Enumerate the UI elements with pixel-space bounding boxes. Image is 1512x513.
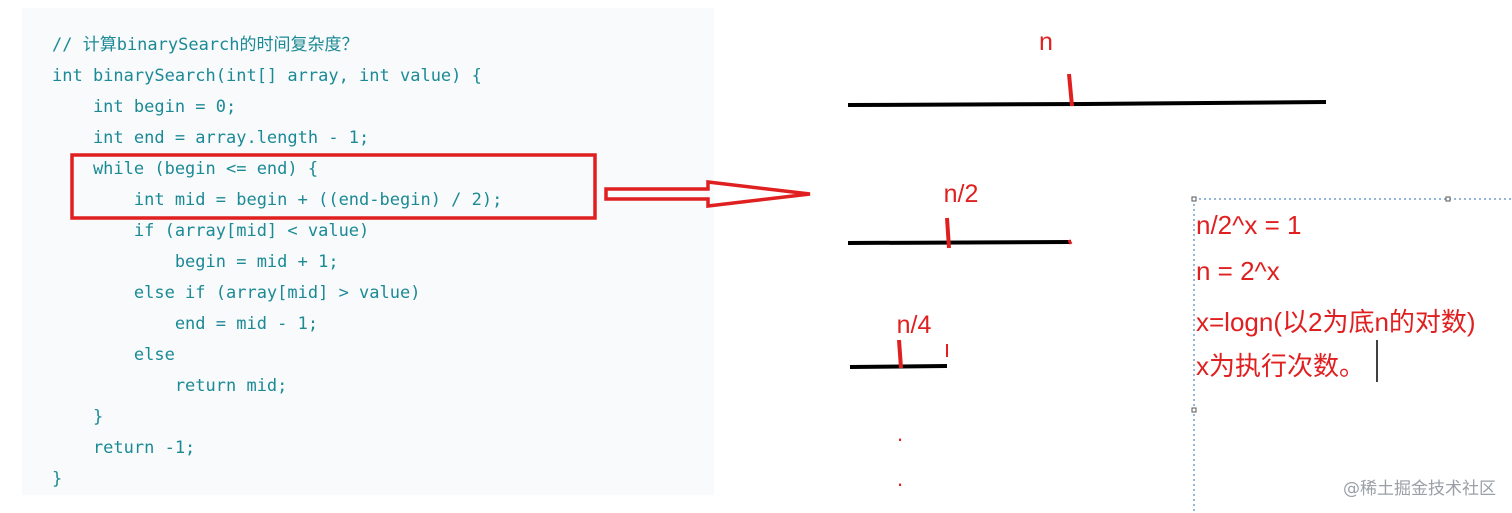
code-line-while: while (begin <= end) { (52, 159, 319, 179)
highlight-box (70, 153, 597, 220)
split-mark-half (945, 217, 951, 249)
line-n-right (1084, 100, 1327, 106)
formula-line-4: x为执行次数。 (1196, 351, 1366, 381)
dot-1: . (897, 421, 903, 446)
dot-2: . (897, 466, 903, 491)
watermark: @稀土掘金技术社区 (1343, 479, 1496, 499)
code-line-end-assign: end = mid - 1; (52, 314, 319, 334)
resize-handle-top[interactable] (1445, 196, 1451, 202)
split-mark-n (1067, 73, 1074, 107)
line-n-left (847, 102, 1089, 107)
code-line-begin: int begin = 0; (52, 97, 237, 117)
code-panel: // 计算binarySearch的时间复杂度？ int binarySearc… (22, 8, 714, 495)
formula-line-2: n = 2^x (1196, 256, 1280, 286)
end-mark-half (1067, 239, 1073, 245)
resize-handle-tl[interactable] (1191, 196, 1197, 202)
code-line-if: if (array[mid] < value) (52, 221, 370, 241)
label-quarter: n/4 (897, 311, 932, 339)
label-half: n/2 (944, 180, 979, 208)
code-line-signature: int binarySearch(int[] array, int value)… (52, 66, 482, 86)
code-line-close-while: } (52, 407, 104, 427)
formula-line-1: n/2^x = 1 (1196, 210, 1302, 240)
resize-handle-left[interactable] (1191, 407, 1197, 413)
code-line-close-fn: } (52, 469, 63, 489)
code-comment: // 计算binarySearch的时间复杂度？ (52, 35, 359, 55)
line-quarter (849, 364, 948, 369)
label-n: n (1039, 28, 1053, 56)
code-line-return-mid: return mid; (52, 376, 288, 396)
code-line-else: else (52, 345, 175, 365)
code-line-end: int end = array.length - 1; (52, 128, 370, 148)
code-line-mid: int mid = begin + ((end-begin) / 2); (52, 190, 503, 210)
arrow-shape (604, 180, 811, 208)
code-line-begin-assign: begin = mid + 1; (52, 252, 339, 272)
split-mark-quarter (897, 339, 903, 369)
code-line-else-if: else if (array[mid] > value) (52, 283, 421, 303)
formula-line-3: x=logn(以2为底n的对数) (1196, 307, 1476, 337)
line-half (847, 240, 1072, 245)
code-line-return-neg: return -1; (52, 438, 196, 458)
